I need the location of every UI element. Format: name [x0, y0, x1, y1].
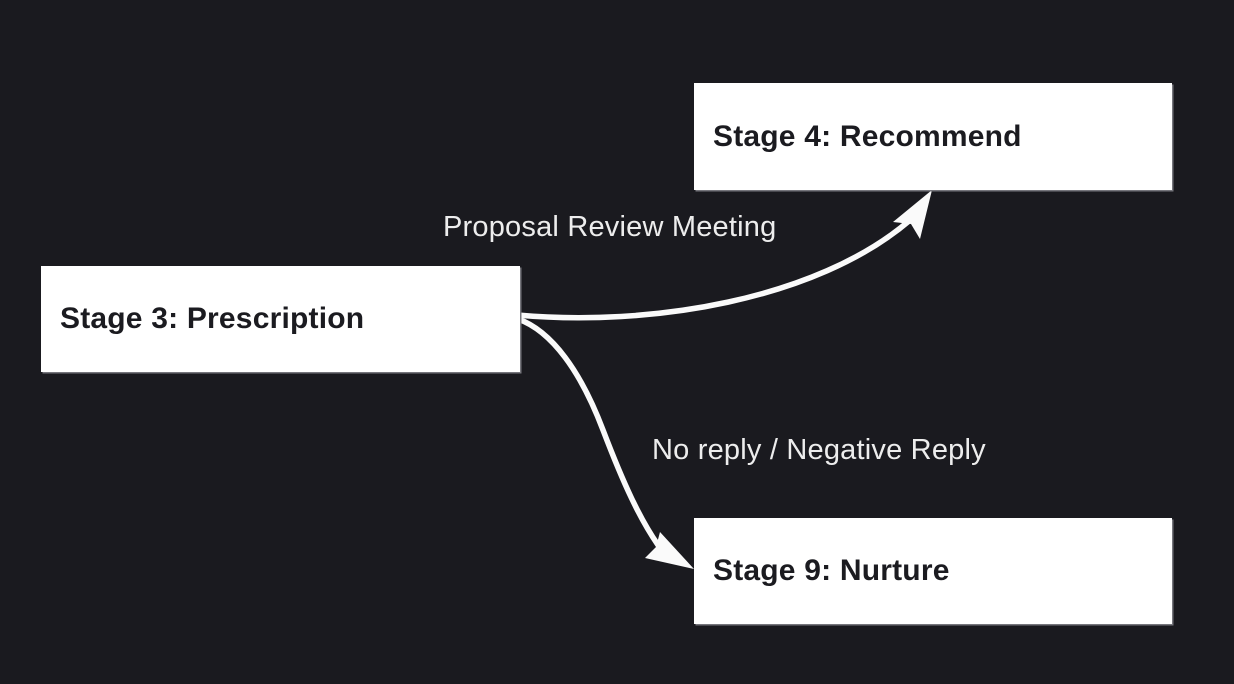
edge-stage3-to-stage4-curve[interactable]: [514, 218, 912, 321]
edge-stage3-to-stage9[interactable]: [515, 316, 694, 569]
node-stage-3-prescription[interactable]: Stage 3: Prescription: [41, 266, 520, 372]
edge-label-proposal-review-meeting[interactable]: Proposal Review Meeting: [443, 211, 777, 243]
edge-stage3-to-stage4[interactable]: [514, 190, 932, 321]
edge-stage3-to-stage4-arrowhead: [893, 190, 932, 239]
node-stage-9-label: Stage 9: Nurture: [713, 554, 950, 587]
edge-stage3-to-stage9-arrowhead: [645, 532, 694, 569]
edge-stage3-to-stage9-curve[interactable]: [515, 316, 661, 548]
edge-label-no-reply-negative-reply[interactable]: No reply / Negative Reply: [652, 434, 986, 466]
node-stage-9-nurture[interactable]: Stage 9: Nurture: [694, 518, 1172, 624]
node-stage-4-recommend[interactable]: Stage 4: Recommend: [694, 83, 1172, 190]
node-stage-3-label: Stage 3: Prescription: [60, 302, 365, 335]
node-stage-4-label: Stage 4: Recommend: [713, 119, 1022, 153]
